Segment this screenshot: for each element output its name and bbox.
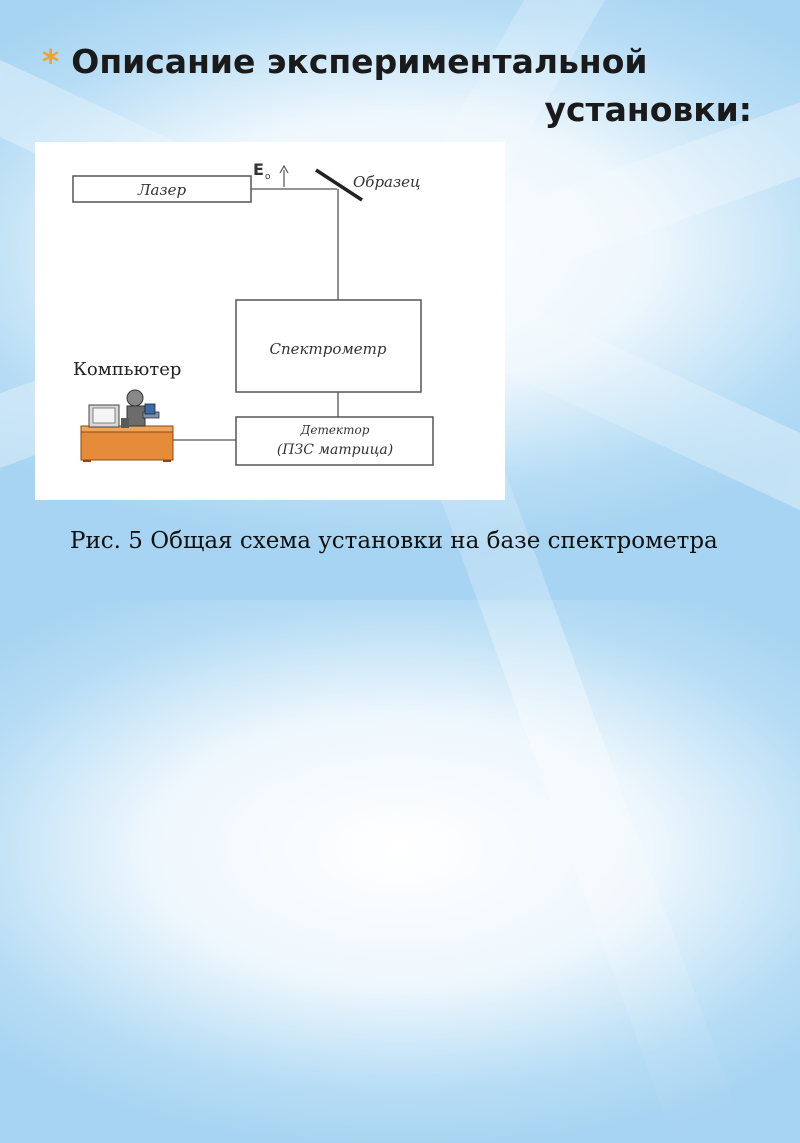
title-line-2: установки: [544,90,752,129]
sample-mirror-icon [315,168,363,202]
computer-label: Компьютер [73,359,181,380]
slide-title: * Описание экспериментальной установки: [42,38,762,134]
field-subscript: o [265,172,271,182]
detector-label-2: (ПЗС матрица) [277,442,393,458]
diagram-svg: Лазер E o Образец Спектрометр Детектор (… [72,160,434,466]
laser-label: Лазер [137,181,187,199]
spectrometer-box [235,299,422,393]
laser-box [72,175,252,203]
spectrometer-label: Спектрометр [270,340,387,358]
field-arrowhead-icon [279,164,289,174]
figure-caption: Рис. 5 Общая схема установки на базе спе… [70,528,718,554]
field-label: E [253,160,264,179]
setup-diagram: Лазер E o Образец Спектрометр Детектор (… [35,142,505,500]
detector-box [235,416,434,466]
title-line-1: * Описание экспериментальной [42,38,762,86]
sample-label: Образец [353,173,421,191]
star-bullet-icon: * [42,42,60,81]
detector-label-1: Детектор [300,423,370,437]
computer-desk-icon [80,389,174,462]
title-text-1: Описание экспериментальной [71,42,648,81]
